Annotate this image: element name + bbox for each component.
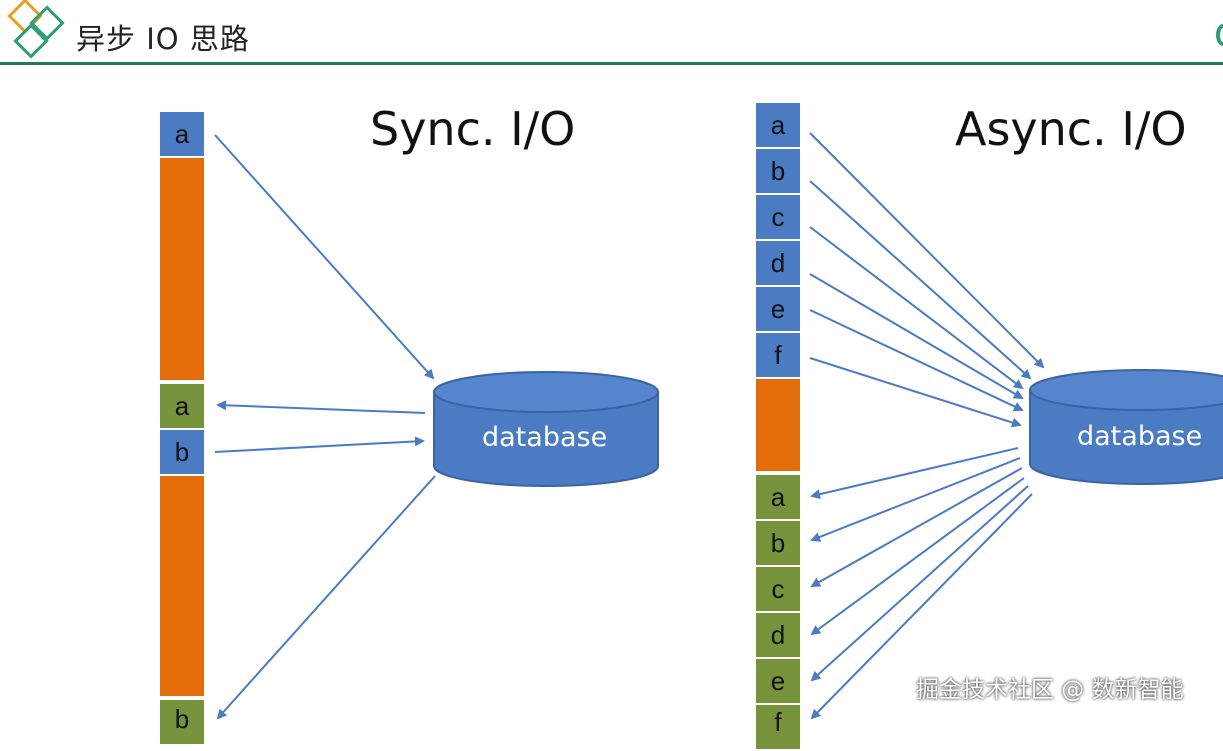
async-database-label: database (1077, 421, 1203, 452)
async-response-arrow-f (810, 493, 1033, 720)
async-block: b (756, 149, 800, 195)
async-request-arrow-f (809, 357, 1022, 428)
async-response-arrow-d (810, 477, 1025, 636)
sync-database-label: database (482, 422, 608, 453)
async-block: e (756, 659, 800, 705)
sync-response-arrow-a (216, 400, 426, 414)
async-request-arrow-b (809, 180, 1032, 380)
async-database-cylinder (1029, 369, 1223, 485)
sync-block (160, 476, 204, 698)
async-response-arrow-b (810, 457, 1021, 542)
block-label: b (770, 155, 786, 186)
flow-arrows (214, 132, 1045, 720)
async-request-arrow-c (809, 226, 1024, 390)
async-block: d (756, 613, 800, 659)
sync-request-arrow-b (214, 436, 425, 453)
block-label: a (174, 390, 190, 421)
block-label: a (174, 118, 190, 149)
diamond-logo-icon (7, 0, 65, 59)
async-title: Async. I/O (955, 102, 1187, 156)
header-divider (0, 62, 1223, 65)
async-block: f (756, 333, 800, 379)
async-block: c (756, 195, 800, 241)
block-label: e (770, 665, 786, 696)
async-response-arrow-c (810, 467, 1023, 587)
block-label: c (771, 201, 785, 232)
edge-circle-icon (1216, 24, 1223, 46)
slide-title: 异步 IO 思路 (76, 22, 250, 56)
block-label: e (770, 293, 786, 324)
sync-request-arrow-a (214, 134, 435, 380)
sync-block (160, 158, 204, 382)
sync-block: a (160, 384, 204, 430)
async-response-arrow-e (810, 485, 1029, 682)
block-label: a (770, 109, 786, 140)
watermark: 掘金技术社区 @ 数新智能 (916, 677, 1184, 703)
async-request-arrow-d (809, 273, 1024, 400)
async-block: d (756, 241, 800, 287)
async-response-arrow-a (810, 447, 1019, 500)
async-block: c (756, 567, 800, 613)
async-block: a (756, 475, 800, 521)
sync-database-cylinder (433, 371, 659, 487)
sync-title: Sync. I/O (370, 102, 576, 156)
async-block: a (756, 103, 800, 149)
block-label: d (770, 247, 786, 278)
block-label: c (771, 573, 785, 604)
sync-block: b (160, 430, 204, 476)
async-block: b (756, 521, 800, 567)
async-request-arrow-e (809, 309, 1024, 412)
async-block (756, 379, 800, 473)
block-label: f (774, 339, 782, 370)
slide-header: 异步 IO 思路 (0, 0, 1223, 70)
sync-block: a (160, 112, 204, 158)
sync-response-arrow-b (216, 475, 436, 720)
block-label: d (770, 619, 786, 650)
block-label: a (770, 481, 786, 512)
async-block: e (756, 287, 800, 333)
block-label: b (770, 527, 786, 558)
async-request-arrow-a (809, 132, 1045, 369)
block-label: b (174, 436, 190, 467)
